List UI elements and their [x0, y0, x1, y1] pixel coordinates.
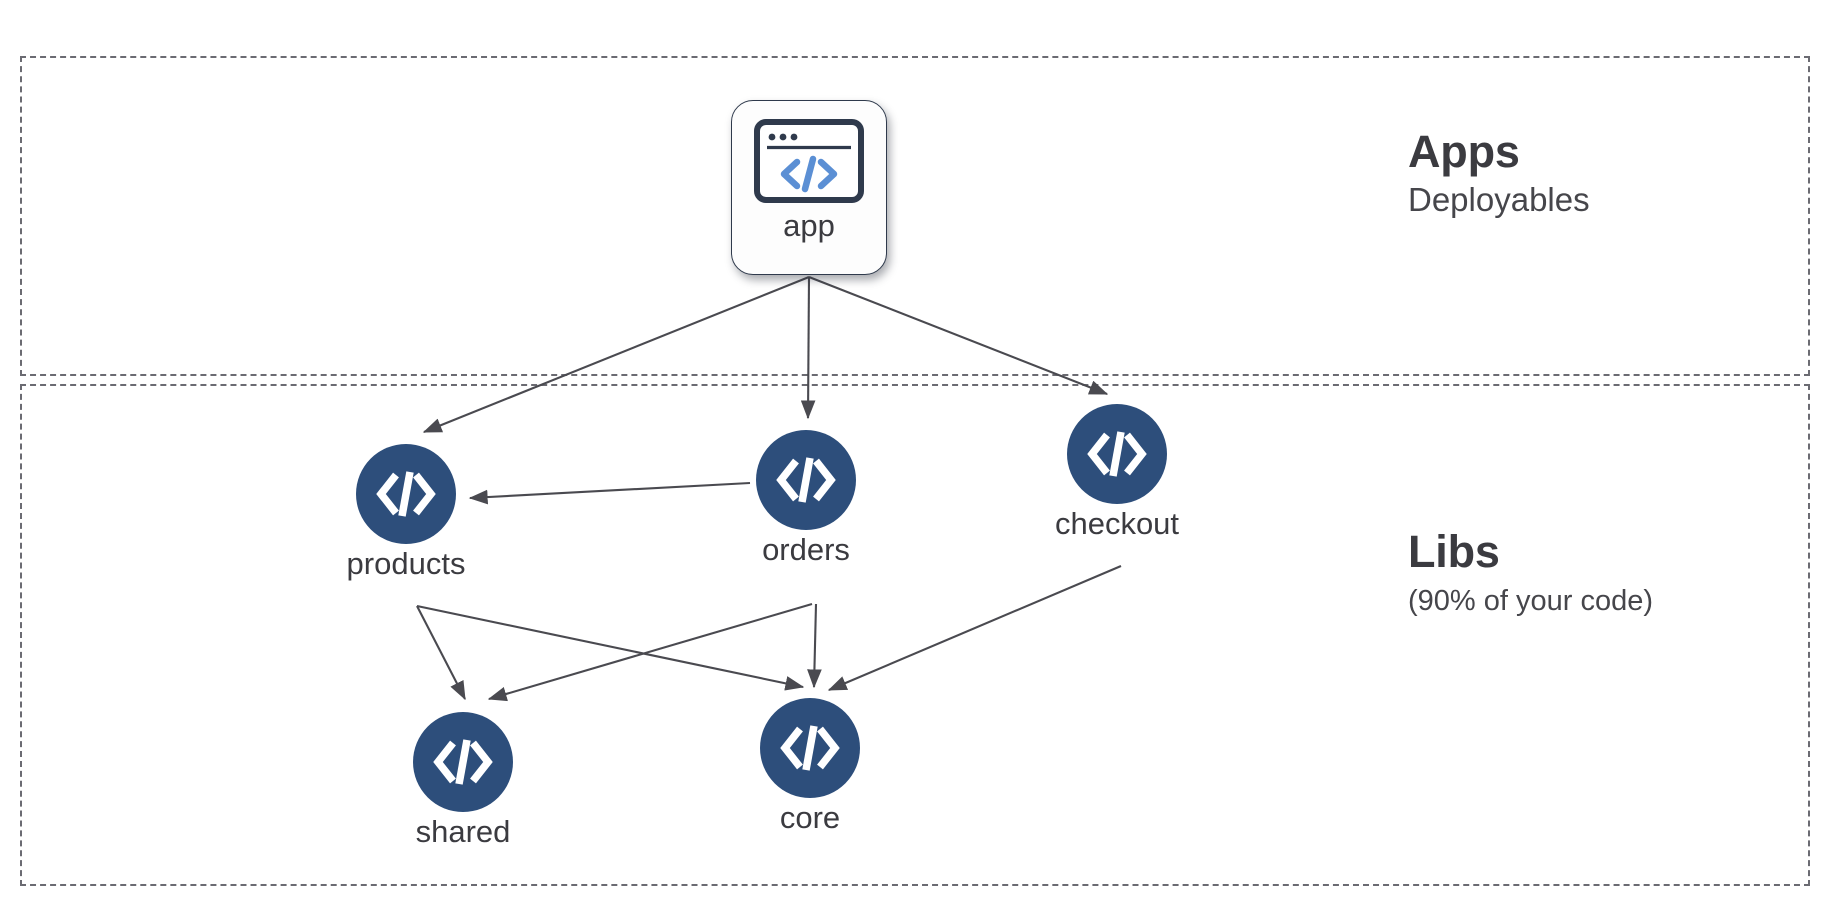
node-shared[interactable]: shared [413, 712, 513, 847]
node-orders-label: orders [762, 532, 850, 567]
region-apps-title: Apps [1408, 126, 1520, 177]
browser-code-icon [754, 119, 864, 203]
node-core-label: core [779, 800, 841, 835]
node-checkout[interactable]: checkout [1055, 404, 1179, 539]
node-checkout-label: checkout [1054, 506, 1180, 541]
node-orders[interactable]: orders [756, 430, 856, 565]
region-apps-caption: Apps Deployables [1408, 125, 1590, 220]
node-shared-circle[interactable] [413, 712, 513, 812]
region-libs-title: Libs [1408, 526, 1500, 577]
region-apps-subtitle: Deployables [1408, 181, 1590, 219]
node-core[interactable]: core [760, 698, 860, 833]
node-core-circle[interactable] [760, 698, 860, 798]
node-products[interactable]: products [347, 444, 465, 579]
node-app[interactable]: app [731, 100, 887, 275]
node-shared-label: shared [415, 814, 511, 849]
code-icon [376, 471, 436, 517]
node-products-circle[interactable] [356, 444, 456, 544]
node-orders-circle[interactable] [756, 430, 856, 530]
region-libs-caption: Libs (90% of your code) [1408, 525, 1653, 618]
code-icon [776, 457, 836, 503]
code-icon [780, 725, 840, 771]
region-libs [20, 384, 1810, 886]
code-icon [433, 739, 493, 785]
code-icon [1087, 431, 1147, 477]
node-products-label: products [346, 546, 466, 581]
region-libs-subtitle: (90% of your code) [1408, 585, 1654, 618]
node-checkout-circle[interactable] [1067, 404, 1167, 504]
node-app-label: app [783, 208, 835, 243]
